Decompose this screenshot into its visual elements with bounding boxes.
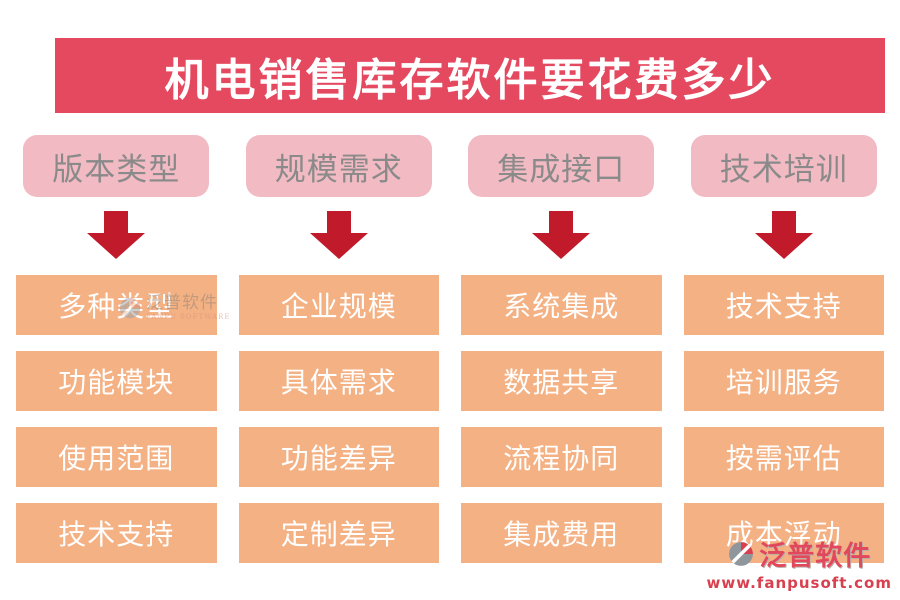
- arrow-stem: [104, 211, 129, 233]
- arrow-head: [309, 233, 368, 259]
- down-arrow-icon: [754, 211, 813, 259]
- down-arrow-icon: [532, 211, 591, 259]
- item-box: 多种类型: [16, 275, 217, 335]
- item-box: 功能模块: [16, 351, 217, 411]
- column-header: 规模需求: [245, 135, 432, 197]
- item-box: 定制差异: [238, 503, 439, 563]
- page-title: 机电销售库存软件要花费多少: [164, 54, 776, 106]
- title-banner: 机电销售库存软件要花费多少: [55, 38, 885, 113]
- down-arrow-icon: [87, 211, 146, 259]
- arrow-stem: [326, 211, 351, 233]
- column-header: 版本类型: [23, 135, 210, 197]
- item-box: 流程协同: [461, 427, 662, 487]
- item-box: 成本浮动: [683, 503, 884, 563]
- item-box: 使用范围: [16, 427, 217, 487]
- item-box: 按需评估: [683, 427, 884, 487]
- arrow-head: [87, 233, 146, 259]
- column-tech-training: 技术培训 技术支持 培训服务 按需评估 成本浮动: [683, 135, 884, 579]
- fanpu-logo: 泛普软件 www.fanpusoft.com: [706, 534, 892, 592]
- column-version-type: 版本类型 多种类型 功能模块 使用范围 技术支持: [16, 135, 217, 579]
- item-box: 具体需求: [238, 351, 439, 411]
- fanpu-brand-text: 泛普软件: [759, 541, 872, 572]
- columns-grid: 版本类型 多种类型 功能模块 使用范围 技术支持 规模需求 企业规模 具体需求 …: [16, 135, 884, 579]
- column-header: 技术培训: [690, 135, 877, 197]
- item-box: 技术支持: [16, 503, 217, 563]
- item-box: 集成费用: [461, 503, 662, 563]
- arrow-head: [532, 233, 591, 259]
- fanpu-website-url: www.fanpusoft.com: [706, 574, 892, 592]
- item-box: 企业规模: [238, 275, 439, 335]
- item-box: 功能差异: [238, 427, 439, 487]
- item-box: 培训服务: [683, 351, 884, 411]
- item-box: 数据共享: [461, 351, 662, 411]
- arrow-stem: [549, 211, 574, 233]
- column-integration-interface: 集成接口 系统集成 数据共享 流程协同 集成费用: [461, 135, 662, 579]
- fanpu-logo-icon: [729, 541, 754, 566]
- column-header: 集成接口: [468, 135, 655, 197]
- column-scale-demand: 规模需求 企业规模 具体需求 功能差异 定制差异: [238, 135, 439, 579]
- item-box: 技术支持: [683, 275, 884, 335]
- arrow-head: [754, 233, 813, 259]
- fanpu-logo-row: 泛普软件: [727, 534, 871, 573]
- down-arrow-icon: [309, 211, 368, 259]
- arrow-stem: [771, 211, 796, 233]
- item-box: 系统集成: [461, 275, 662, 335]
